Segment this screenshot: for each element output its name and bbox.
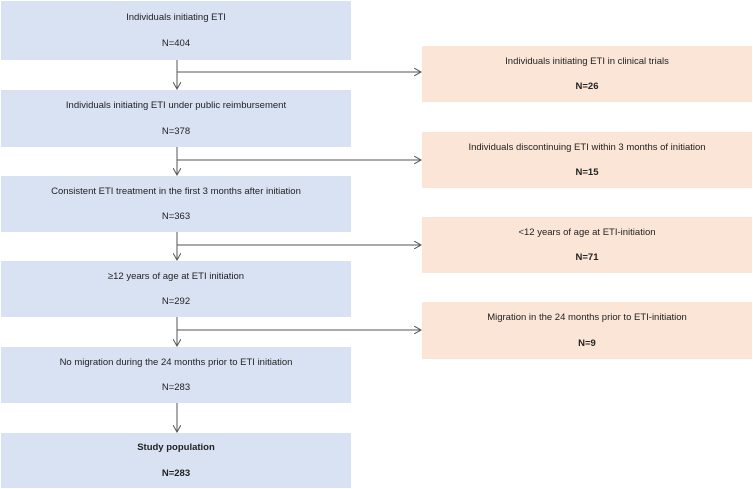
exclusion-count: N=15 — [575, 167, 599, 178]
exclusion-label: Individuals discontinuing ETI within 3 m… — [468, 141, 706, 153]
step-label: Individuals initiating ETI — [126, 12, 226, 24]
step-box-public-reimbursement: Individuals initiating ETI under public … — [1, 90, 351, 147]
step-count: N=363 — [161, 211, 191, 222]
step-box-no-migration: No migration during the 24 months prior … — [1, 347, 351, 403]
step-box-initiating: Individuals initiating ETI N=404 — [1, 1, 351, 60]
step-label: Individuals initiating ETI under public … — [65, 100, 287, 112]
step-count: N=404 — [161, 37, 191, 49]
step-label: Study population — [137, 442, 215, 454]
step-box-consistent-treatment: Consistent ETI treatment in the first 3 … — [1, 176, 351, 232]
exclusion-count: N=26 — [575, 81, 599, 92]
exclusion-box-migration: Migration in the 24 months prior to ETI-… — [422, 302, 752, 359]
exclusion-box-under-12: <12 years of age at ETI-initiation N=71 — [422, 217, 752, 273]
step-box-age: ≥12 years of age at ETI initiation N=292 — [1, 261, 351, 317]
exclusion-label: <12 years of age at ETI-initiation — [518, 226, 656, 238]
exclusion-label: Individuals initiating ETI in clinical t… — [505, 55, 669, 67]
step-count: N=378 — [161, 125, 191, 137]
step-label: Consistent ETI treatment in the first 3 … — [51, 185, 301, 197]
step-label: ≥12 years of age at ETI initiation — [107, 270, 245, 282]
exclusion-count: N=71 — [575, 252, 599, 263]
step-count: N=283 — [161, 467, 191, 479]
exclusion-label: Migration in the 24 months prior to ETI-… — [487, 312, 687, 324]
exclusion-count: N=9 — [578, 337, 596, 349]
exclusion-box-clinical-trials: Individuals initiating ETI in clinical t… — [422, 46, 752, 102]
step-label: No migration during the 24 months prior … — [59, 356, 293, 368]
step-box-study-population: Study population N=283 — [1, 433, 351, 488]
exclusion-box-discontinuing: Individuals discontinuing ETI within 3 m… — [422, 132, 752, 188]
step-count: N=283 — [161, 382, 191, 393]
step-count: N=292 — [161, 296, 191, 307]
